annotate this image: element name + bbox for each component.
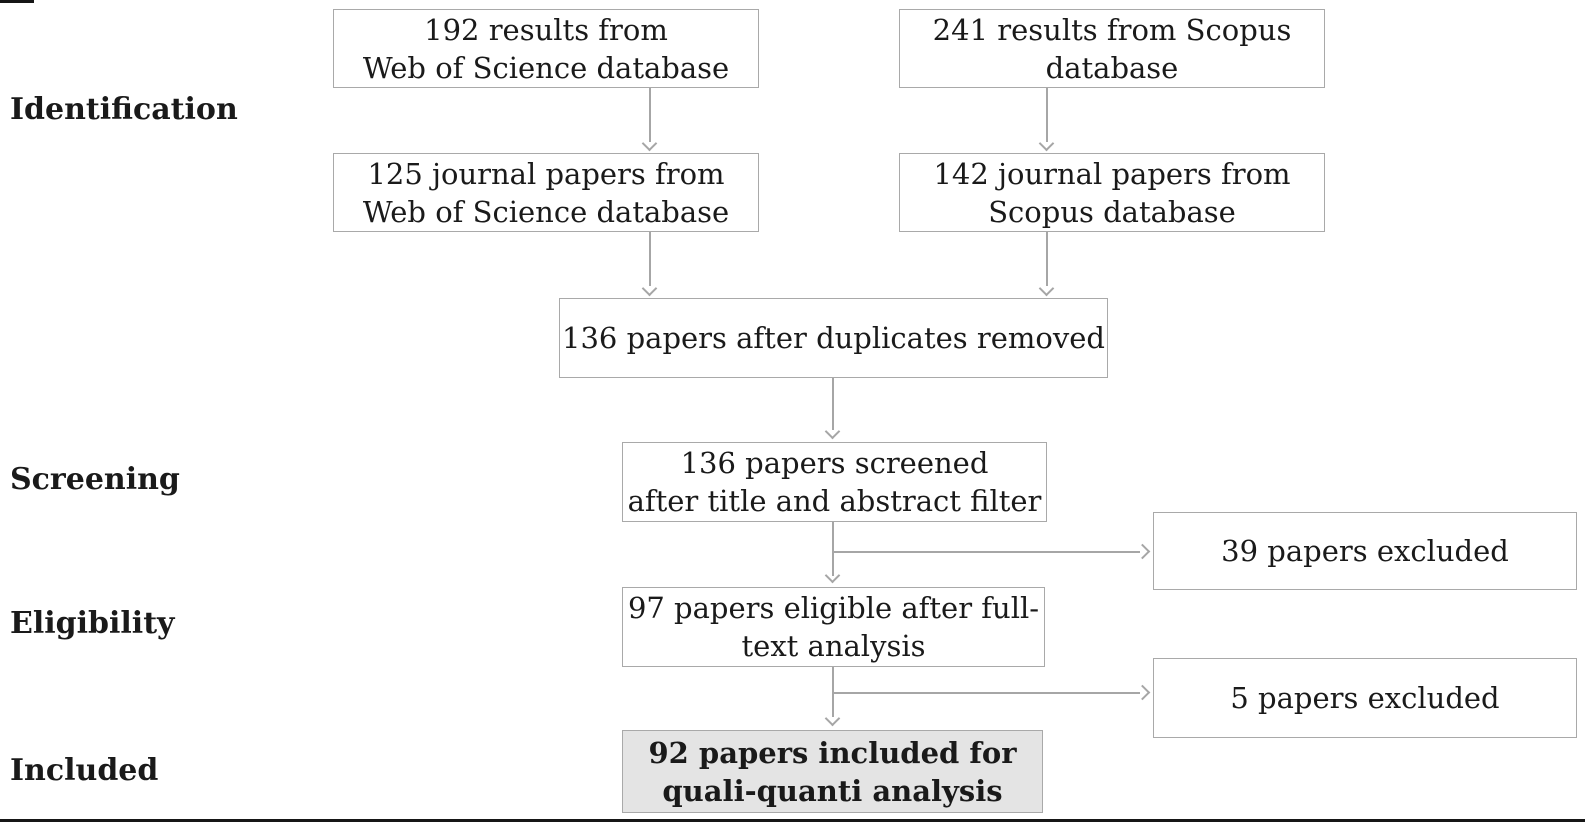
box-text-line: Web of Science database — [362, 50, 730, 85]
box-wos-journal-papers: 125 journal papers from Web of Science d… — [333, 153, 759, 232]
connector-line — [832, 522, 834, 576]
arrow-down-icon — [1038, 135, 1055, 152]
box-eligible-fulltext: 97 papers eligible after full- text anal… — [622, 587, 1045, 667]
connector-line — [832, 692, 1140, 694]
connector-line — [649, 232, 651, 286]
box-text-line: 192 results from — [424, 12, 668, 47]
box-text-line: text analysis — [741, 629, 926, 663]
connector-line — [832, 551, 1140, 553]
box-text-line: database — [1045, 50, 1179, 85]
arrow-down-icon — [824, 567, 841, 584]
arrow-down-icon — [824, 423, 841, 440]
stage-label-included: Included — [10, 753, 159, 788]
stage-label-identification: Identification — [10, 92, 238, 127]
figure-top-left-mark — [0, 0, 34, 3]
box-text-line: Scopus database — [988, 194, 1236, 229]
arrow-right-icon — [1134, 543, 1151, 560]
connector-line — [1046, 232, 1048, 286]
box-duplicates-removed: 136 papers after duplicates removed — [559, 298, 1108, 378]
box-screened: 136 papers screened after title and abst… — [622, 442, 1047, 522]
connector-line — [1046, 88, 1048, 142]
arrow-down-icon — [1038, 280, 1055, 297]
stage-label-eligibility: Eligibility — [10, 606, 175, 641]
figure-bottom-border — [0, 819, 1585, 822]
box-excluded-screening: 39 papers excluded — [1153, 512, 1577, 590]
arrow-down-icon — [824, 710, 841, 727]
box-text-line: 136 papers screened — [680, 446, 989, 480]
box-text-line: 142 journal papers from — [933, 156, 1291, 191]
box-text-line: 97 papers eligible after full- — [627, 591, 1040, 625]
box-text-line: 5 papers excluded — [1230, 681, 1500, 715]
box-text-line: 39 papers excluded — [1221, 534, 1509, 568]
box-excluded-fulltext: 5 papers excluded — [1153, 658, 1577, 738]
box-scopus-results: 241 results from Scopus database — [899, 9, 1325, 88]
arrow-down-icon — [641, 280, 658, 297]
box-text-line: 92 papers included for — [648, 735, 1017, 770]
box-included-final: 92 papers included for quali-quanti anal… — [622, 730, 1043, 813]
box-text-line: Web of Science database — [362, 194, 730, 229]
arrow-right-icon — [1134, 684, 1151, 701]
box-wos-results: 192 results from Web of Science database — [333, 9, 759, 88]
arrow-down-icon — [641, 135, 658, 152]
box-scopus-journal-papers: 142 journal papers from Scopus database — [899, 153, 1325, 232]
stage-label-screening: Screening — [10, 462, 180, 497]
box-text-line: 136 papers after duplicates removed — [562, 321, 1105, 355]
connector-line — [832, 378, 834, 430]
box-text-line: after title and abstract filter — [627, 484, 1042, 518]
connector-line — [649, 88, 651, 142]
box-text-line: 241 results from Scopus — [932, 12, 1292, 47]
box-text-line: quali-quanti analysis — [662, 773, 1003, 808]
box-text-line: 125 journal papers from — [367, 156, 725, 191]
